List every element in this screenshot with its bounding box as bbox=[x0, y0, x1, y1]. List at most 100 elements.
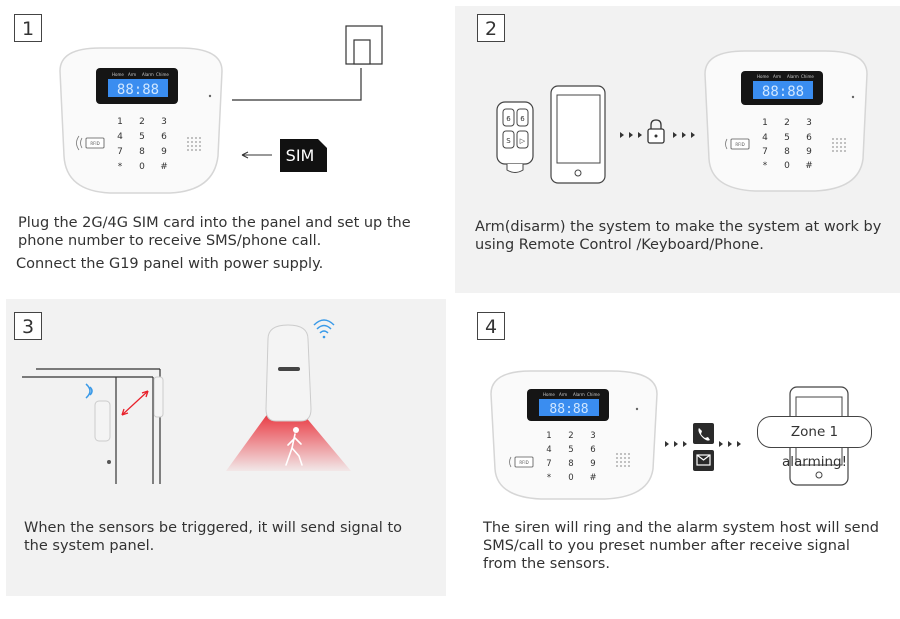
power-adapter-icon bbox=[345, 25, 383, 65]
svg-text:0: 0 bbox=[568, 473, 573, 483]
svg-text:6: 6 bbox=[806, 133, 812, 143]
svg-text:4: 4 bbox=[762, 133, 768, 143]
svg-text:7: 7 bbox=[762, 147, 768, 157]
step-2-caption: Arm(disarm) the system to make the syste… bbox=[475, 219, 882, 253]
speaker-grill bbox=[616, 453, 630, 467]
step-number-3: 3 bbox=[14, 312, 42, 340]
svg-text:Arm: Arm bbox=[559, 392, 567, 397]
smartphone-device bbox=[550, 85, 606, 184]
door-sensor-main bbox=[94, 400, 111, 442]
svg-text:6: 6 bbox=[161, 132, 167, 142]
svg-text:Home: Home bbox=[757, 74, 769, 79]
flow-arrows bbox=[620, 132, 695, 138]
door-frame bbox=[22, 368, 161, 484]
alarm-panel-device: 88:88 Home Arm Alarm Chime 1 2 3 4 5 6 7 8 9 *… bbox=[490, 370, 658, 500]
door-sensor-magnet bbox=[153, 376, 164, 418]
svg-text:Chime: Chime bbox=[587, 392, 600, 397]
phone-call-icon bbox=[693, 423, 714, 444]
step-3-illustration bbox=[22, 319, 351, 484]
step-number-1: 1 bbox=[14, 14, 42, 42]
alarm-message-bubble: Zone 1 alarming! bbox=[757, 416, 872, 470]
wifi-signal-icon bbox=[313, 319, 335, 339]
svg-text:RFID: RFID bbox=[90, 141, 99, 146]
step-4-caption: The siren will ring and the alarm system… bbox=[483, 520, 879, 572]
step-number-2: 2 bbox=[477, 14, 505, 42]
svg-text:#: # bbox=[160, 162, 168, 172]
svg-text:9: 9 bbox=[590, 459, 595, 469]
svg-text:3: 3 bbox=[590, 431, 595, 441]
svg-text:6: 6 bbox=[506, 115, 511, 123]
door-knob bbox=[107, 460, 111, 464]
svg-text:Chime: Chime bbox=[156, 72, 169, 77]
lcd-digits: 88:88 bbox=[117, 82, 159, 98]
svg-text:Home: Home bbox=[543, 392, 555, 397]
svg-text:88:88: 88:88 bbox=[762, 84, 804, 100]
wifi-signal-icon bbox=[85, 383, 93, 399]
svg-text:Arm: Arm bbox=[773, 74, 781, 79]
svg-text:*: * bbox=[763, 161, 768, 171]
svg-text:2: 2 bbox=[568, 431, 573, 441]
svg-text:3: 3 bbox=[806, 118, 812, 128]
svg-text:Arm: Arm bbox=[128, 72, 136, 77]
svg-text:Alarm: Alarm bbox=[787, 74, 799, 79]
svg-text:5: 5 bbox=[568, 445, 573, 455]
svg-text:4: 4 bbox=[117, 132, 123, 142]
svg-text:9: 9 bbox=[806, 147, 812, 157]
svg-text:▷: ▷ bbox=[520, 137, 526, 145]
step-1-caption: Plug the 2G/4G SIM card into the panel a… bbox=[16, 215, 411, 272]
svg-text:RFID: RFID bbox=[735, 142, 744, 147]
svg-text:#: # bbox=[589, 473, 596, 483]
svg-text:1: 1 bbox=[117, 117, 123, 127]
speaker-grill bbox=[832, 138, 846, 152]
step-2-illustration: 6 6 S ▷ 88:88 Home Arm bbox=[496, 50, 868, 192]
svg-text:Chime: Chime bbox=[801, 74, 814, 79]
pir-detection-beam bbox=[226, 409, 351, 471]
svg-text:4: 4 bbox=[546, 445, 551, 455]
step-4-illustration: 88:88 Home Arm Alarm Chime 1 2 3 4 5 6 7 8 9 *… bbox=[490, 370, 849, 500]
svg-text:Home: Home bbox=[112, 72, 124, 77]
remote-control-device: 6 6 S ▷ bbox=[496, 101, 534, 173]
walking-person-icon bbox=[285, 427, 303, 466]
svg-text:2: 2 bbox=[784, 118, 790, 128]
insert-arrow bbox=[241, 151, 272, 159]
svg-text:RFID: RFID bbox=[519, 460, 528, 465]
svg-text:2: 2 bbox=[139, 117, 145, 127]
step-3-caption: When the sensors be triggered, it will s… bbox=[24, 520, 403, 554]
lock-icon bbox=[647, 119, 665, 144]
svg-text:6: 6 bbox=[520, 115, 525, 123]
rfid-icon: RFID bbox=[76, 135, 105, 151]
sim-card-icon: SIM bbox=[280, 139, 327, 172]
envelope-icon bbox=[693, 450, 714, 471]
flow-arrows bbox=[665, 441, 741, 447]
svg-text:*: * bbox=[547, 473, 551, 483]
svg-text:0: 0 bbox=[139, 162, 145, 172]
svg-text:8: 8 bbox=[568, 459, 573, 469]
step-number-4: 4 bbox=[477, 312, 505, 340]
pir-motion-sensor bbox=[265, 324, 312, 422]
svg-text:*: * bbox=[118, 162, 123, 172]
distance-arrow bbox=[121, 390, 149, 416]
svg-text:3: 3 bbox=[161, 117, 167, 127]
svg-text:6: 6 bbox=[590, 445, 595, 455]
svg-text:7: 7 bbox=[546, 459, 551, 469]
step-2-panel: 2 6 6 S ▷ bbox=[455, 6, 900, 293]
svg-text:Alarm: Alarm bbox=[142, 72, 154, 77]
svg-text:S: S bbox=[506, 137, 511, 145]
svg-text:5: 5 bbox=[784, 133, 790, 143]
svg-text:5: 5 bbox=[139, 132, 145, 142]
rfid-icon: RFID bbox=[509, 456, 534, 468]
power-cable bbox=[232, 68, 362, 101]
svg-text:1: 1 bbox=[762, 118, 768, 128]
step-3-panel: 3 bbox=[6, 299, 446, 596]
rfid-icon: RFID bbox=[725, 138, 750, 150]
svg-text:8: 8 bbox=[784, 147, 790, 157]
svg-text:1: 1 bbox=[546, 431, 551, 441]
svg-text:#: # bbox=[805, 161, 813, 171]
svg-text:SIM: SIM bbox=[286, 146, 315, 165]
svg-text:Alarm: Alarm bbox=[573, 392, 585, 397]
svg-text:9: 9 bbox=[161, 147, 167, 157]
svg-text:88:88: 88:88 bbox=[549, 402, 588, 417]
